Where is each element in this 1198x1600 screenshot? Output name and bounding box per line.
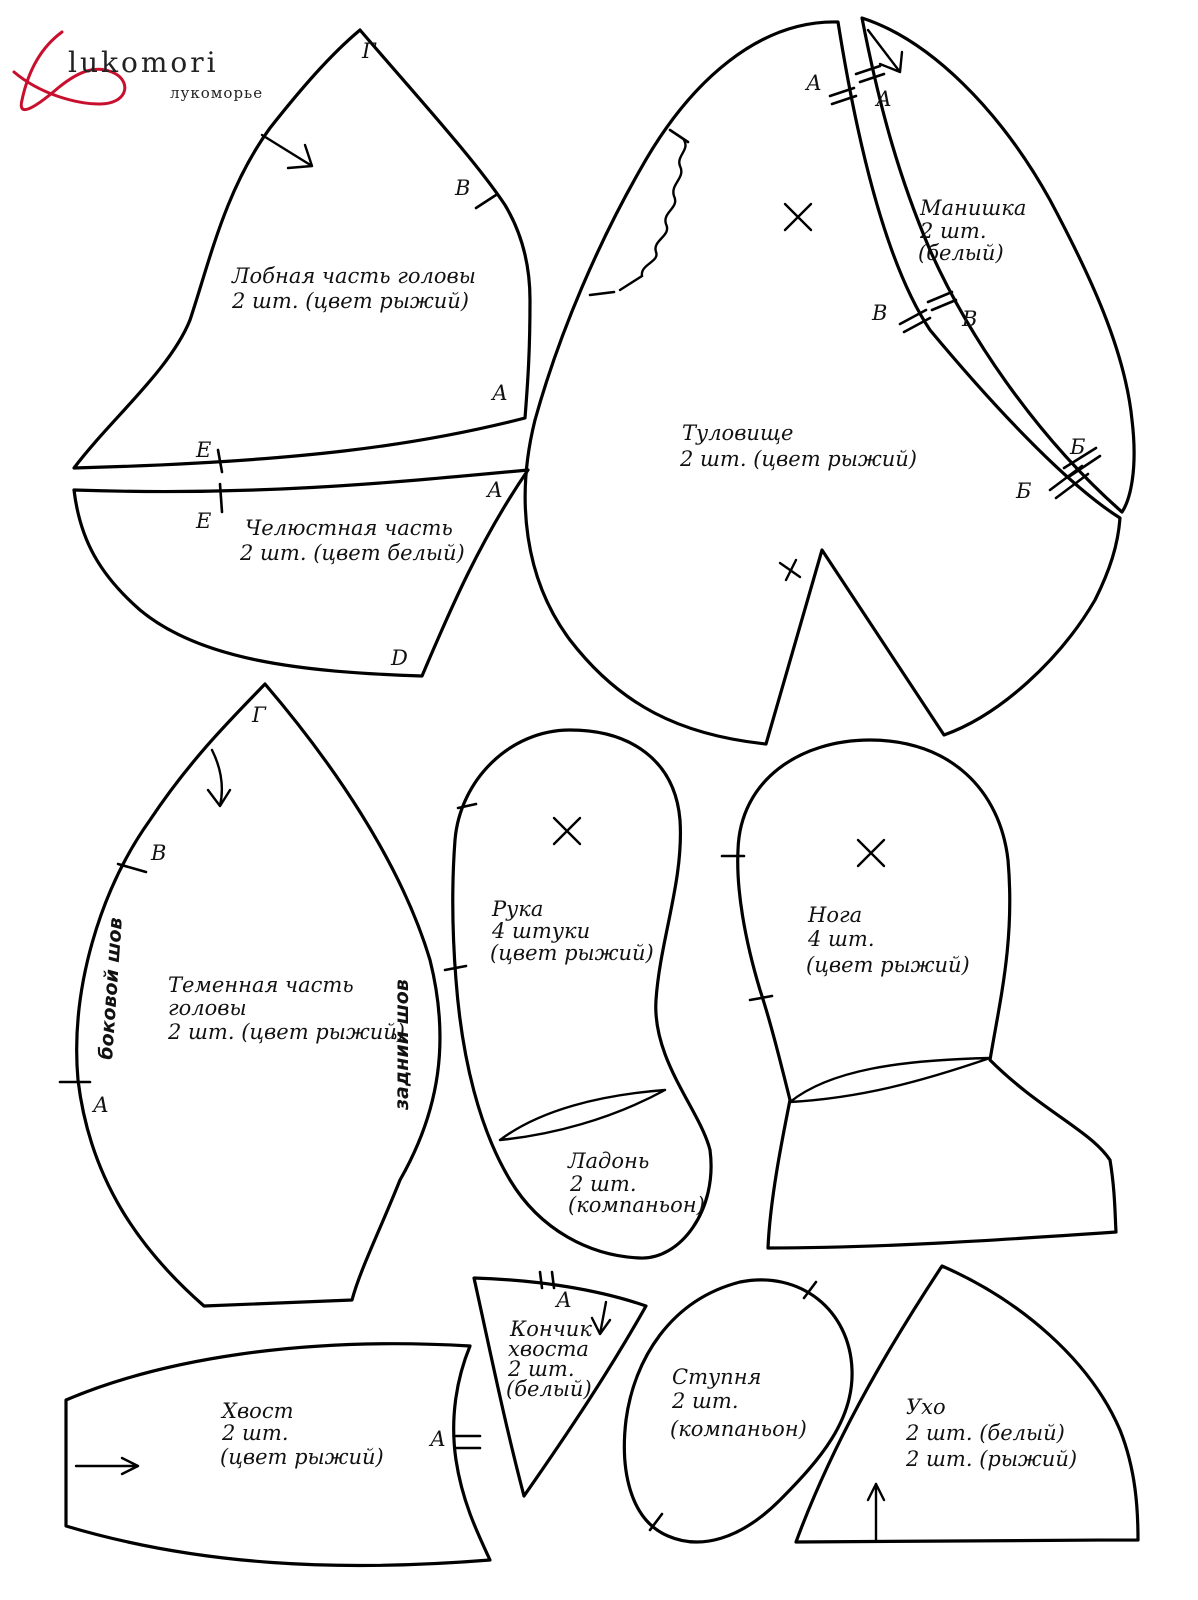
grain-arrow: [260, 133, 314, 170]
forehead-label-1: Лобная часть головы: [231, 264, 476, 288]
grain-arrow: [866, 28, 904, 74]
body-label-2: 2 шт. (цвет рыжий): [679, 447, 917, 471]
piece-tail: А Хвост 2 шт. (цвет рыжий): [64, 1342, 492, 1568]
arm-cross: [552, 816, 582, 846]
crown-label-1: Теменная часть: [168, 973, 354, 997]
palm-line: [498, 1088, 667, 1142]
foot-label-2: 2 шт.: [671, 1389, 739, 1413]
body-center-cross: [783, 202, 813, 232]
body-label-1: Туловище: [682, 421, 793, 445]
bib-label-3: (белый): [918, 241, 1004, 265]
piece-bib: А В Б Манишка 2 шт. (белый): [854, 16, 1136, 514]
point-A: А: [554, 1288, 572, 1312]
foot-label-3: (компаньон): [670, 1417, 807, 1441]
point-G: Г: [361, 39, 377, 63]
point-A: А: [804, 71, 822, 95]
ear-label-2: 2 шт. (белый): [905, 1421, 1065, 1445]
ear-label-1: Ухо: [906, 1395, 946, 1419]
piece-leg: Нога 4 шт. (цвет рыжий): [720, 738, 1118, 1250]
forehead-label-2: 2 шт. (цвет рыжий): [231, 289, 469, 313]
grain-arrow: [866, 1482, 886, 1542]
piece-forehead: Г В А Е Лобная часть головы 2 шт. (цвет …: [72, 28, 532, 474]
tail-label-3: (цвет рыжий): [220, 1445, 384, 1469]
crown-label-2: головы: [168, 996, 247, 1020]
logo-swash: [12, 30, 127, 111]
grain-arrow: [590, 1300, 612, 1336]
leg-cross: [856, 838, 886, 868]
tail-label-1: Хвост: [220, 1399, 294, 1423]
piece-tail-tip: А Кончик хвоста 2 шт. (белый): [472, 1270, 648, 1498]
logo-brand-text: lukomori: [68, 46, 219, 79]
tail-label-2: 2 шт.: [221, 1421, 289, 1445]
point-V: В: [961, 307, 977, 331]
palm-label-2: 2 шт.: [569, 1172, 637, 1196]
jaw-label-1: Челюстная часть: [245, 516, 453, 540]
point-V: В: [150, 841, 166, 865]
piece-crown: Г В А боковой шов задний шов Теменная ча…: [58, 682, 442, 1308]
side-seam-label: боковой шов: [95, 917, 127, 1061]
arm-label-2: 4 штуки: [491, 919, 590, 943]
point-A: А: [874, 87, 892, 111]
point-B: Б: [1015, 479, 1031, 503]
point-E: Е: [195, 509, 211, 533]
piece-arm: Рука 4 штуки (цвет рыжий) Ладонь 2 шт. (…: [443, 728, 713, 1260]
arm-label-3: (цвет рыжий): [490, 941, 654, 965]
palm-label-3: (компаньон): [568, 1193, 705, 1217]
point-A: А: [91, 1093, 109, 1117]
point-E: Е: [195, 438, 211, 462]
point-V: В: [454, 176, 470, 200]
point-G: Г: [251, 703, 267, 727]
brand-logo: lukomori лукоморье: [12, 30, 263, 111]
arm-label-1: Рука: [491, 897, 543, 921]
point-B: Б: [1069, 435, 1085, 459]
tail-tip-label-3: 2 шт.: [507, 1357, 575, 1381]
grain-arrow: [74, 1456, 140, 1476]
bib-label-2: 2 шт.: [919, 219, 987, 243]
piece-foot: Ступня 2 шт. (компаньон): [622, 1278, 854, 1544]
crown-label-3: 2 шт. (цвет рыжий): [167, 1020, 405, 1044]
point-D: D: [390, 646, 408, 670]
bib-label-1: Манишка: [919, 196, 1026, 220]
point-A: А: [428, 1427, 446, 1451]
tail-tip-label-1: Кончик: [509, 1317, 592, 1341]
tail-tip-label-4: (белый): [506, 1377, 592, 1401]
sole-line: [788, 1056, 992, 1104]
gather-line: [618, 138, 687, 292]
foot-label-1: Ступня: [672, 1365, 761, 1389]
point-V: В: [871, 301, 887, 325]
jaw-label-2: 2 шт. (цвет белый): [239, 541, 465, 565]
ear-label-3: 2 шт. (рыжий): [905, 1447, 1077, 1471]
point-A: А: [490, 381, 508, 405]
piece-jaw: А Е D Челюстная часть 2 шт. (цвет белый): [72, 468, 530, 678]
body-leg-cross: [778, 558, 802, 582]
grain-arrow: [206, 748, 232, 808]
piece-ear: Ухо 2 шт. (белый) 2 шт. (рыжий): [794, 1264, 1140, 1544]
piece-body: А В Б Туловище 2 шт. (цвет рыжий): [523, 20, 1122, 746]
logo-sub-text: лукоморье: [170, 84, 263, 102]
tail-tip-label-2: хвоста: [508, 1337, 589, 1361]
back-seam-label: задний шов: [391, 979, 413, 1111]
point-A: А: [485, 478, 503, 502]
leg-label-3: (цвет рыжий): [806, 953, 970, 977]
leg-label-2: 4 шт.: [807, 927, 875, 951]
leg-label-1: Нога: [807, 903, 862, 927]
palm-label-1: Ладонь: [567, 1149, 649, 1173]
